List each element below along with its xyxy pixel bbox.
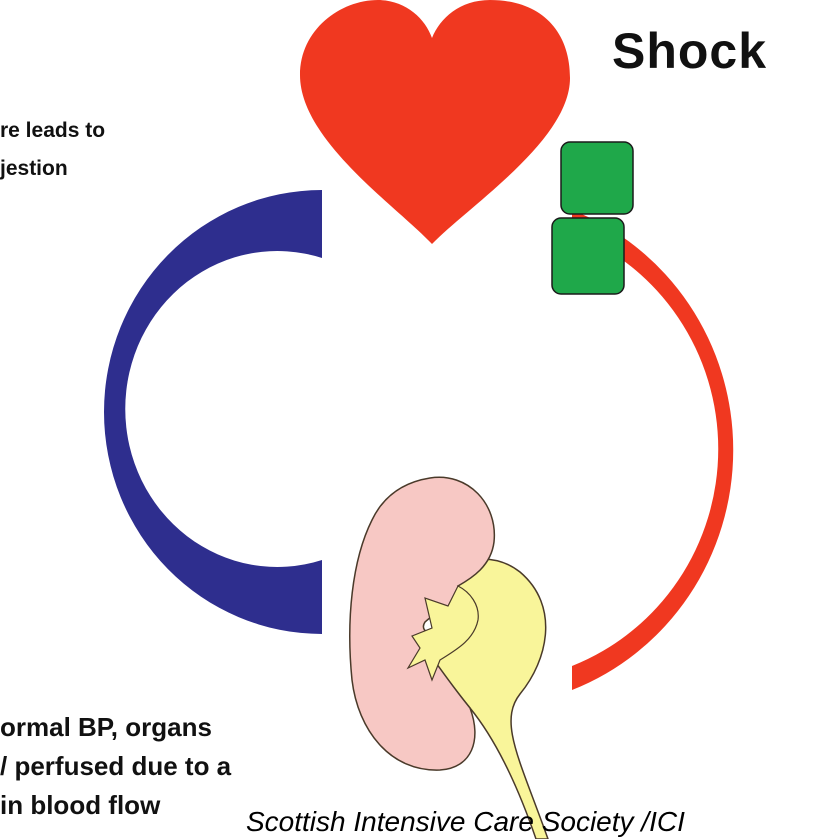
- bottom-caption-line-1: ormal BP, organs: [0, 708, 231, 747]
- top-caption-line-2: jestion: [0, 150, 105, 188]
- bottom-caption-line-2: / perfused due to a: [0, 747, 231, 786]
- upper-valve-icon: [561, 142, 633, 214]
- top-caption: re leads to jestion: [0, 112, 105, 188]
- source-credit: Scottish Intensive Care Society /ICI: [246, 806, 685, 838]
- top-caption-line-1: re leads to: [0, 112, 105, 150]
- diagram-title: Shock: [612, 22, 767, 80]
- bottom-caption-line-3: in blood flow: [0, 786, 231, 825]
- lower-valve-icon: [552, 218, 624, 294]
- bottom-caption: ormal BP, organs / perfused due to a in …: [0, 708, 231, 825]
- heart-icon: [300, 0, 570, 244]
- venous-return-arc: [104, 190, 322, 634]
